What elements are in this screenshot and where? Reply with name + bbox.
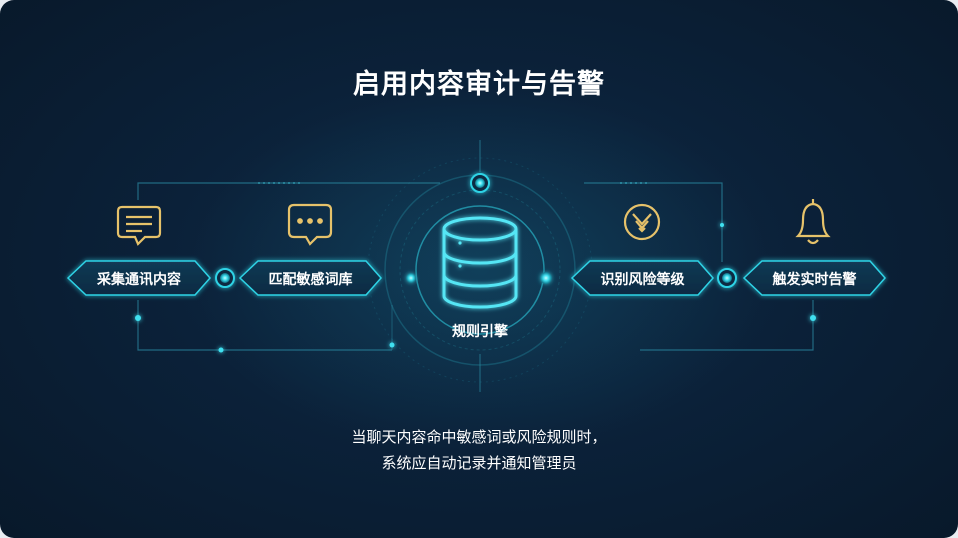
connector-node-2 [717,268,737,288]
connector-node-right [540,272,552,284]
caption-line-1: 当聊天内容命中敏感词或风险规则时， [351,428,607,446]
step-box-1 [66,260,212,296]
top-connectors [137,182,723,262]
bell-icon [795,199,831,245]
shield-check-icon [623,203,661,241]
step-label-3: 识别风险等级 [600,272,685,288]
connector-node-left [406,273,416,283]
connector-node-1 [215,268,235,288]
step-box-3 [570,260,715,296]
line-dots [135,223,816,353]
step-label-2: 匹配敏感词库 [268,272,353,288]
caption-line-2: 系统应自动记录并通知管理员 [381,454,577,472]
database-icon [442,216,518,309]
step-label-1: 采集通讯内容 [97,272,181,288]
page-title: 启用内容审计与告警 [353,69,605,100]
step-box-4 [742,260,887,296]
chat-dots-icon [287,203,333,246]
step-label-4: 触发实时告警 [772,272,857,288]
step-box-2 [238,260,383,296]
connector-node-top [470,173,490,193]
chat-message-icon [116,205,162,246]
engine-label: 规则引擎 [452,324,508,340]
